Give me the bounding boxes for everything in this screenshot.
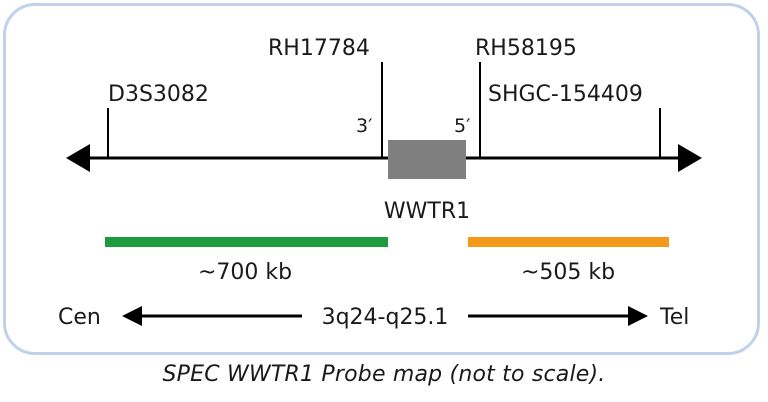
marker-rh17784: RH17784 — [268, 36, 370, 61]
orange-probe-bar — [468, 237, 669, 247]
diagram-frame — [3, 3, 760, 355]
wwtr1-gene-box — [388, 140, 466, 179]
gene-label: WWTR1 — [384, 199, 470, 224]
marker-rh58195: RH58195 — [475, 36, 577, 61]
green-probe-bar — [105, 237, 388, 247]
tel-arrowhead — [628, 306, 648, 326]
orange-probe-label: ~505 kb — [521, 260, 615, 285]
cen-label: Cen — [58, 305, 101, 330]
marker-shgc-154409: SHGC-154409 — [488, 82, 643, 107]
marker-d3s3082: D3S3082 — [108, 82, 209, 107]
left-arrowhead — [66, 144, 90, 172]
figure-caption: SPEC WWTR1 Probe map (not to scale). — [162, 362, 606, 387]
green-probe-label: ~700 kb — [198, 260, 292, 285]
tel-label: Tel — [659, 305, 689, 330]
right-arrowhead — [678, 144, 702, 172]
band-label: 3q24-q25.1 — [322, 305, 449, 330]
cen-arrowhead — [122, 306, 142, 326]
five-prime-label: 5′ — [454, 115, 470, 137]
three-prime-label: 3′ — [356, 115, 372, 137]
